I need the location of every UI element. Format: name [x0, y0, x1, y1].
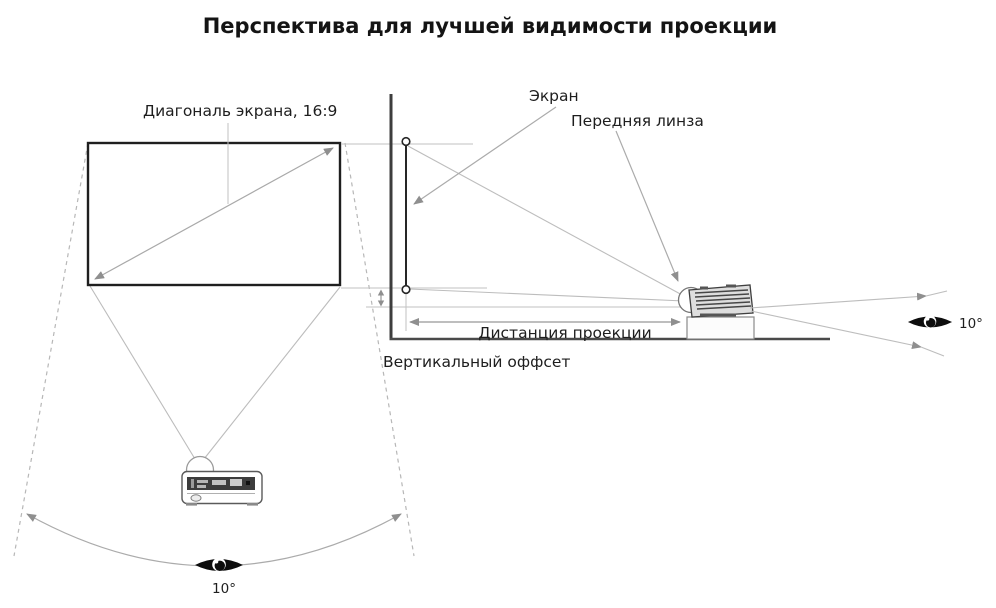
vertical-offset-dimension	[377, 289, 385, 307]
projector-side-icon	[677, 284, 755, 340]
sight-line-upper	[749, 292, 927, 309]
viewing-angle-label-side: 10°	[959, 316, 983, 332]
projector-front-icon	[181, 455, 263, 506]
screen-bottom-marker	[401, 284, 411, 295]
side-view: Дистанция проекции Вертикальный оффсет Э…	[341, 87, 983, 371]
eye-icon	[907, 315, 953, 328]
viewing-angle-label-front: 10°	[212, 581, 236, 597]
projector-pedestal	[686, 316, 755, 340]
projector-side-details	[694, 284, 752, 317]
eye-icon	[195, 557, 243, 572]
screen-top-marker	[401, 136, 411, 147]
projector-front-details	[186, 479, 258, 506]
viewing-limit-dashed-right	[344, 142, 415, 557]
viewing-limit-dashed-left	[13, 142, 89, 557]
viewing-angle-arc	[26, 513, 402, 567]
screen-diagonal-arrow	[94, 147, 334, 280]
page-title: Перспектива для лучшей видимости проекци…	[203, 14, 778, 38]
vertical-offset-label: Вертикальный оффсет	[383, 353, 570, 371]
diagonal-label: Диагональ экрана, 16:9	[143, 102, 337, 120]
front-lens-label: Передняя линза	[571, 112, 704, 130]
screen-label-leader	[413, 106, 557, 205]
sight-line-upper-tail	[925, 290, 948, 297]
screen-label: Экран	[529, 87, 579, 105]
projection-cone-left	[89, 285, 196, 460]
front-lens-label-leader	[615, 130, 679, 282]
projection-ray-bottom	[408, 288, 685, 302]
projection-distance-label: Дистанция проекции	[478, 324, 651, 342]
projection-cone-right	[203, 286, 341, 460]
sight-line-lower	[750, 310, 922, 350]
projection-ray-top	[407, 145, 685, 297]
front-view: Диагональ экрана, 16:9 10°	[13, 102, 415, 597]
sight-line-lower-tail	[920, 346, 945, 357]
